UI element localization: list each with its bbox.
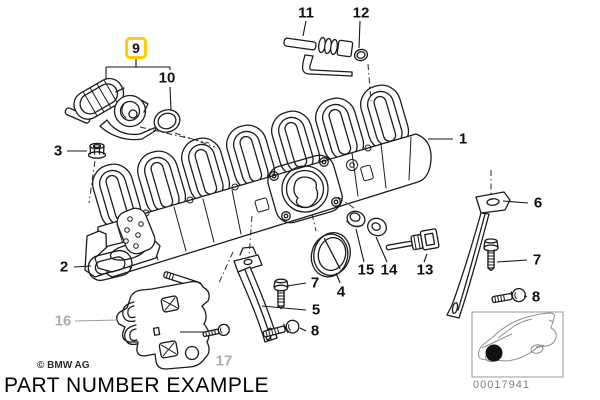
- callout-1[interactable]: 1: [458, 130, 468, 148]
- callout-16[interactable]: 16: [54, 312, 72, 330]
- callout-9[interactable]: 9: [125, 37, 147, 59]
- bolt-7-right-drawing: [483, 238, 499, 272]
- screw-17-drawing: [202, 323, 230, 338]
- support-bracket-6-drawing: [446, 191, 511, 319]
- cap-15-drawing: [346, 210, 366, 228]
- callout-7-2[interactable]: 7: [532, 251, 542, 269]
- bolt-8-left-drawing: [262, 319, 300, 338]
- part-location-dot: [485, 344, 503, 362]
- valve-11-drawing: [283, 36, 354, 77]
- car-locator-inset: [471, 311, 564, 378]
- callout-13[interactable]: 13: [416, 261, 434, 279]
- callout-8-2[interactable]: 8: [531, 288, 541, 306]
- callout-10[interactable]: 10: [158, 69, 176, 87]
- callout-8[interactable]: 8: [310, 322, 320, 340]
- callout-11[interactable]: 11: [298, 4, 314, 22]
- callout-14[interactable]: 14: [380, 261, 398, 279]
- washer-14-drawing: [367, 217, 387, 237]
- bracket-16-drawing: [116, 271, 210, 370]
- callout-12[interactable]: 12: [352, 4, 370, 22]
- reference-dash-lines: [88, 63, 492, 286]
- leader-lines: [67, 20, 529, 333]
- callout-6[interactable]: 6: [533, 194, 543, 212]
- callout-5[interactable]: 5: [311, 301, 321, 319]
- gasket-2-drawing: [87, 249, 133, 282]
- part-number-example-caption: PART NUMBER EXAMPLE: [4, 374, 270, 397]
- seal-ring-10-drawing: [153, 109, 181, 133]
- callout-7[interactable]: 7: [310, 274, 320, 292]
- sensor-13-drawing: [385, 228, 440, 251]
- valve-9-drawing: [64, 77, 157, 141]
- seal-ring-4-drawing: [310, 232, 351, 278]
- callout-15[interactable]: 15: [357, 261, 375, 279]
- diagram-number: 00017941: [473, 379, 530, 391]
- car-outline-drawing: [478, 312, 557, 363]
- callout-17[interactable]: 17: [215, 352, 233, 370]
- callout-2[interactable]: 2: [59, 258, 69, 276]
- bmw-copyright: © BMW AG: [37, 360, 90, 371]
- nut-3-drawing: [87, 142, 107, 159]
- bolt-8-right-drawing: [491, 287, 526, 304]
- callout-3[interactable]: 3: [53, 142, 63, 160]
- bolt-7-left-drawing: [273, 278, 289, 310]
- intake-manifold-drawing: [84, 84, 432, 278]
- support-bracket-5-drawing: [233, 246, 278, 343]
- callout-4[interactable]: 4: [336, 283, 346, 301]
- o-ring-12-drawing: [353, 48, 369, 62]
